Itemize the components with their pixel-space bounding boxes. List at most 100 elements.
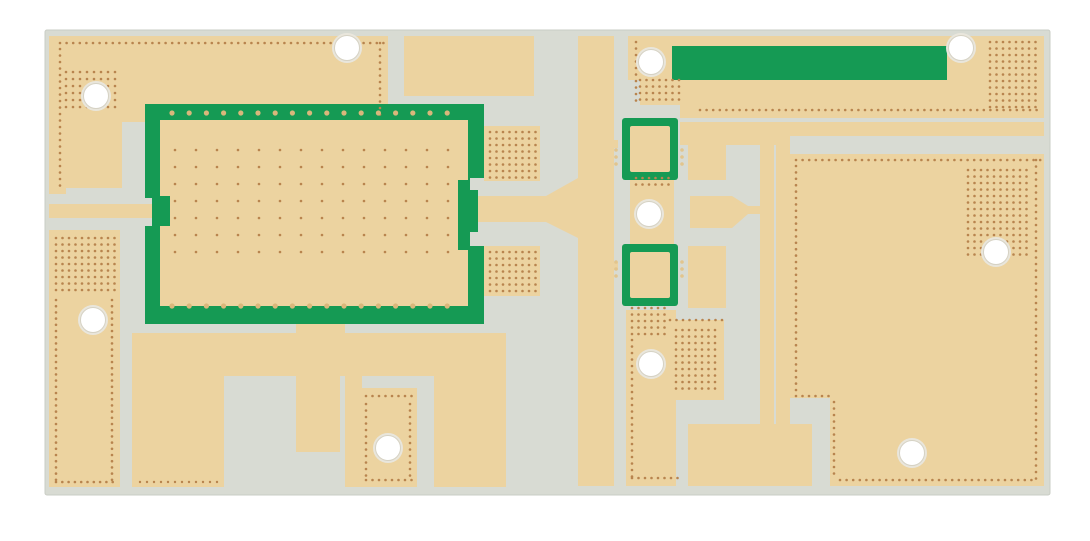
via [100,249,103,253]
module-pad-via [221,110,227,116]
via [973,188,976,191]
via [707,367,710,371]
via [111,480,114,484]
via [289,41,293,45]
via [891,478,895,482]
via [964,478,967,482]
via [64,91,68,95]
via [364,402,368,406]
via [988,66,992,70]
via [1012,158,1016,162]
via [54,379,58,382]
via [832,400,836,404]
via [677,98,681,101]
via [534,150,537,153]
via [986,214,989,217]
via [110,447,114,451]
copper-pad-bottom-center [434,376,506,487]
via [1005,188,1009,191]
via [1025,220,1028,224]
via [74,256,77,259]
via [85,70,89,74]
via [378,74,382,77]
via [74,262,77,266]
via [71,105,75,109]
via [794,241,798,245]
via [898,478,901,482]
via [495,263,498,267]
via [645,91,648,95]
via [913,158,917,162]
via [707,387,710,390]
via [100,288,103,292]
transistor-lower-pad [630,252,670,298]
via [320,216,324,220]
via [986,207,989,211]
via [973,194,976,198]
via [956,108,959,112]
via [843,108,847,112]
via [681,348,684,351]
via [80,269,84,272]
via [1034,223,1038,227]
via [988,105,992,109]
via [630,455,634,459]
via [667,176,670,180]
via [865,478,868,482]
via [794,254,798,257]
via [508,150,511,153]
via [794,286,798,289]
via [718,108,722,112]
via [100,275,103,279]
via [1034,47,1037,50]
via [54,422,58,426]
via [1034,353,1038,357]
via [1018,220,1022,224]
via [278,199,282,203]
via [54,404,58,407]
via [694,318,698,322]
via [514,163,518,166]
via [74,243,77,246]
via [110,428,114,432]
via [78,70,82,74]
via [1021,53,1024,57]
via [713,367,717,371]
via [1014,105,1018,109]
via [58,132,62,135]
via [1012,181,1015,185]
via [110,348,114,351]
via [1021,60,1024,63]
transistor-pin [614,155,618,159]
via [521,263,524,267]
via [986,168,989,172]
via [80,236,84,240]
via [634,40,638,44]
via [74,249,77,253]
via [1018,227,1022,230]
via [711,108,715,112]
via [904,478,908,482]
via [988,60,992,63]
via [1005,158,1009,162]
via [630,384,634,387]
via [1018,181,1022,185]
via [1025,214,1028,217]
via [794,343,798,347]
module-pad-via [375,303,381,309]
via [276,41,280,45]
via [67,262,71,266]
via [236,148,240,152]
via [106,275,110,279]
via [663,476,666,480]
via [784,108,788,112]
via [508,156,511,160]
via [316,41,319,45]
via [1001,73,1005,76]
via [794,375,798,379]
via [58,138,62,142]
via [674,380,678,384]
via [832,472,836,475]
via [656,326,660,329]
via [501,176,505,179]
